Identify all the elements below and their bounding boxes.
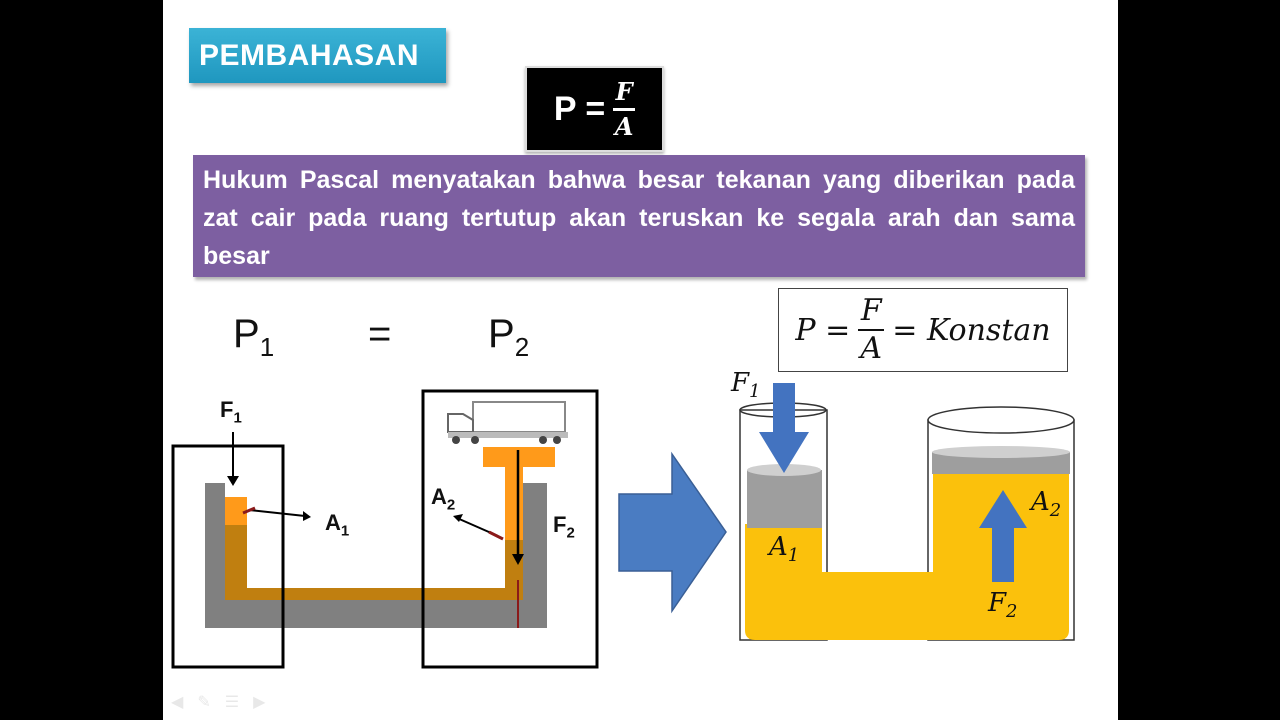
truck-icon <box>447 401 568 444</box>
equals-sign: = <box>368 312 392 356</box>
left-f2-label: F2 <box>553 512 575 542</box>
pen-icon[interactable]: ✎ <box>197 694 211 711</box>
formula-lhs: P = <box>553 89 606 128</box>
hydraulic-diagram-left <box>171 383 1075 669</box>
left-a1-label: A1 <box>325 510 350 540</box>
p2-label: P2 <box>488 312 530 362</box>
formula-fraction: F A <box>613 76 636 141</box>
right-a1-label: A1 <box>769 532 800 567</box>
slide: PEMBAHASAN P = F A Hukum Pascal menyatak… <box>163 0 1118 720</box>
slide-nav: ◀ ✎ ☰ ▶ <box>171 692 265 712</box>
arrow-left-icon[interactable]: ◀ <box>171 694 184 711</box>
left-f1-label: F1 <box>220 397 242 427</box>
definition-text: Hukum Pascal menyatakan bahwa besar teka… <box>193 155 1085 277</box>
force-down-arrow-icon <box>759 383 809 473</box>
big-right-arrow-icon <box>618 451 727 614</box>
constant-formula: P = F A = Konstan <box>778 288 1068 372</box>
formula-numerator: F <box>615 76 633 106</box>
right-a2-label: A2 <box>1031 487 1062 522</box>
pressure-formula: P = F A <box>525 66 664 152</box>
right-f2-label: F2 <box>988 588 1018 623</box>
right-f1-label: F1 <box>731 368 761 403</box>
arrow-right-icon[interactable]: ▶ <box>253 694 266 711</box>
formula-denominator: A <box>614 111 634 141</box>
left-a2-label: A2 <box>431 484 456 514</box>
force-up-arrow-icon <box>979 490 1027 582</box>
p1-label: P1 <box>233 312 275 362</box>
slide-title: PEMBAHASAN <box>189 28 446 83</box>
menu-icon[interactable]: ☰ <box>224 694 240 711</box>
